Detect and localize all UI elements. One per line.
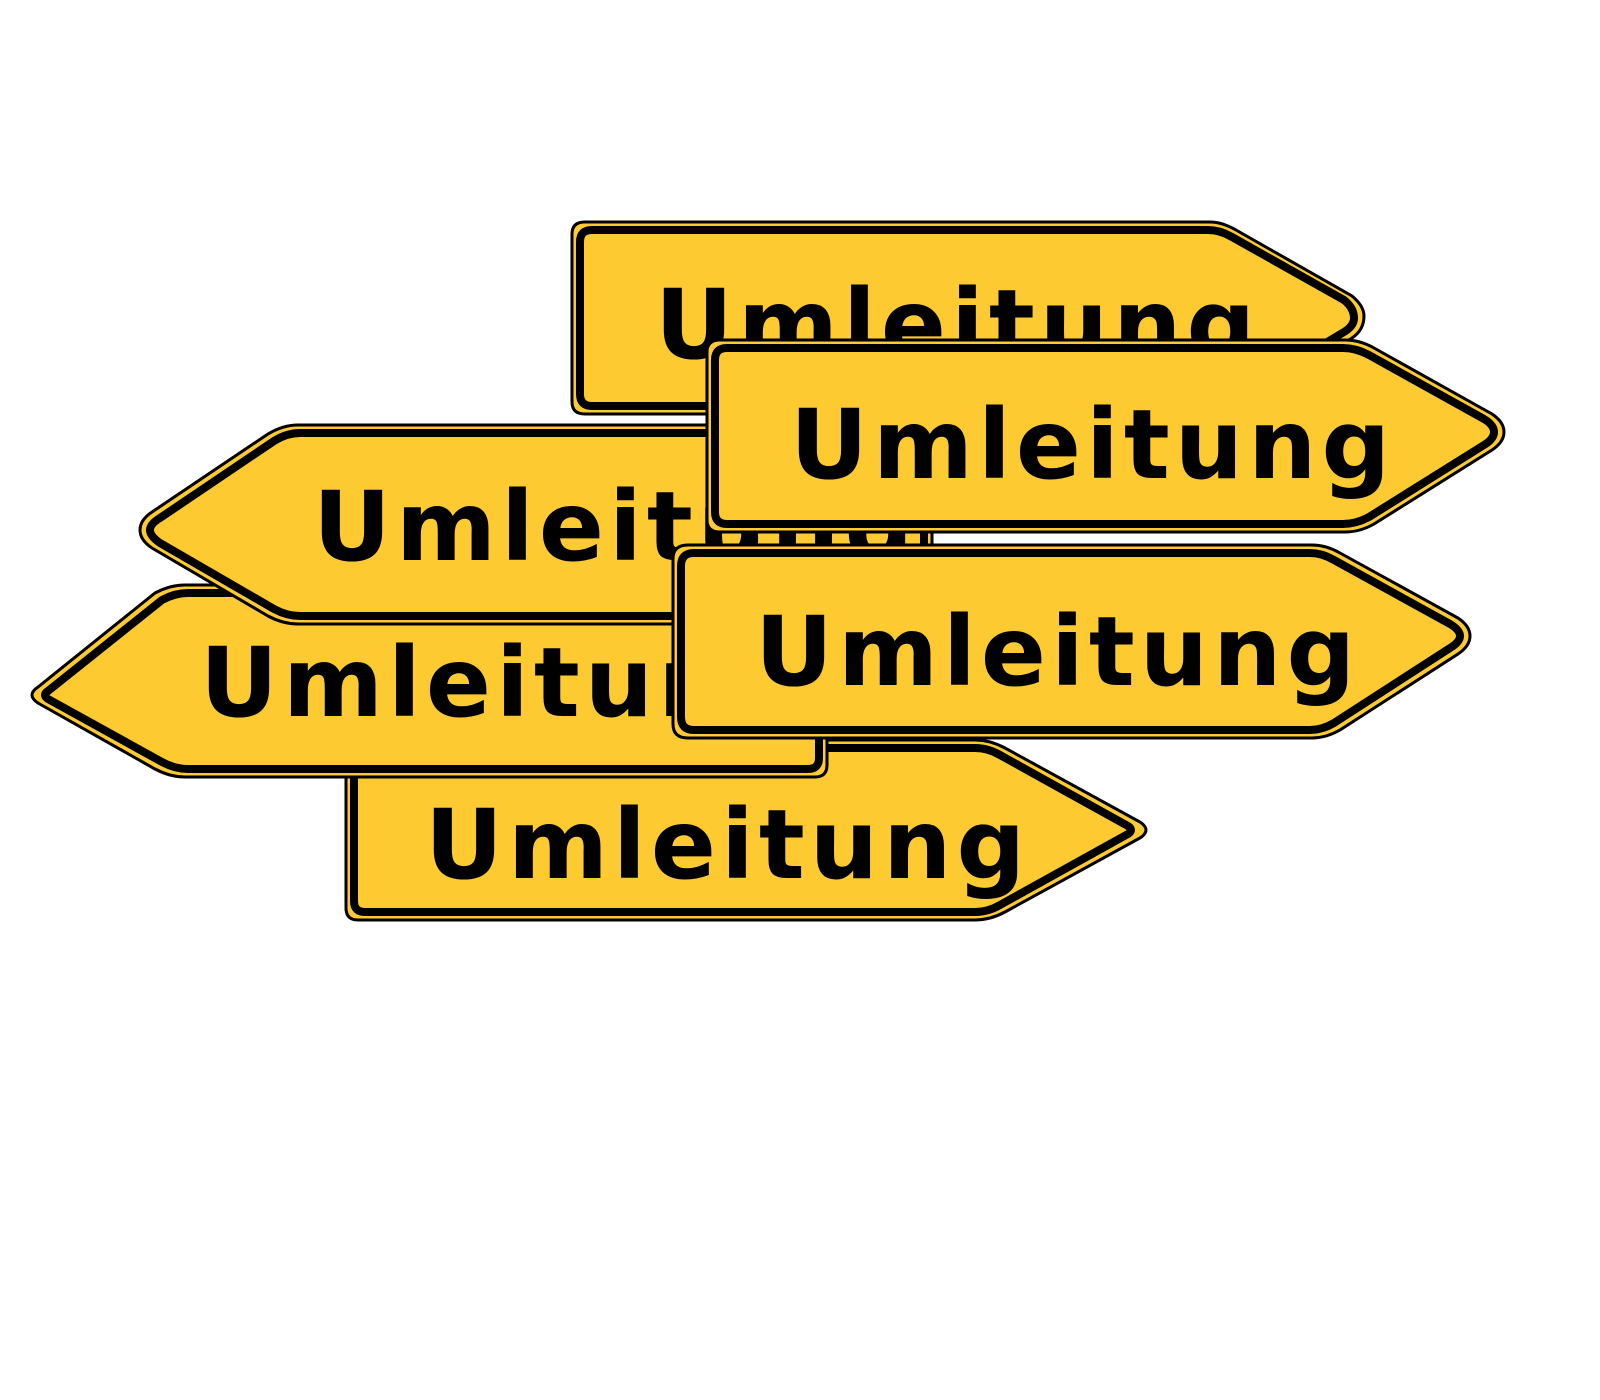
- sign-label: Umleitung: [425, 789, 1030, 901]
- sign-label: Umleitung: [755, 596, 1360, 708]
- detour-sign-right-bottom: Umleitung: [344, 738, 1148, 922]
- detour-sign-right-lower: Umleitung: [671, 543, 1472, 740]
- sign-label: Umleitung: [790, 389, 1395, 501]
- detour-sign-right-middle: Umleitung: [705, 338, 1506, 534]
